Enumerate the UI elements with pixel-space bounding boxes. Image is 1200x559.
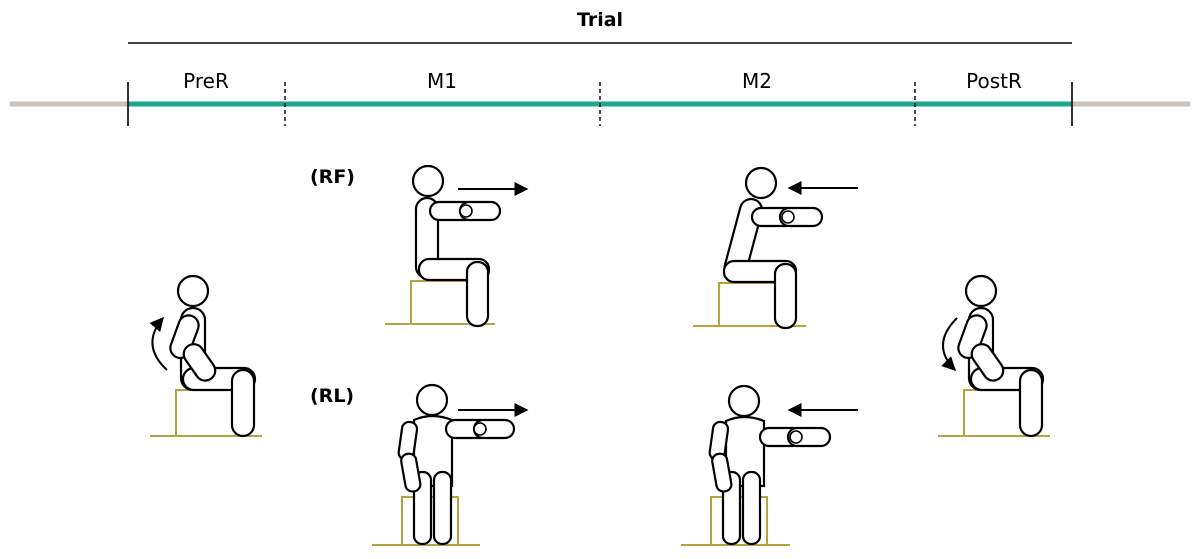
postr-rotation-arrow [941,317,958,371]
prer-shin [230,368,256,438]
postr-upper-arm [957,314,988,360]
postr-seated-figure [938,274,1050,438]
m2-rl-torso [724,415,766,488]
m1-rl-figure [372,383,529,546]
m1-rl-elbow [473,422,487,436]
postr-shin [1018,368,1044,438]
condition-label-rl: (RL) [310,385,354,407]
m1-rf-head [411,164,445,198]
prer-seated-figure [149,274,262,438]
condition-label-rf: (RF) [310,166,355,188]
phase-label-m2: M2 [742,69,772,93]
trial-title: Trial [577,9,623,31]
prer-forearm [182,343,217,382]
m1-rl-torso [412,414,454,488]
m2-rl-figure [681,384,858,546]
m2-rf-shin [773,262,798,330]
m2-rl-left-forearm [711,452,733,493]
m1-rf-shin [465,260,490,328]
postr-forearm [970,343,1005,382]
m1-rf-figure [385,164,529,328]
phase-label-postr: PostR [966,69,1022,93]
m1-rl-left-forearm [400,452,422,493]
m1-rl-head [415,383,449,417]
prer-upper-arm [169,314,200,360]
prer-head [176,274,210,308]
m2-rl-elbow [789,430,803,444]
m1-rf-elbow [459,204,473,218]
m2-rf-elbow [781,210,795,224]
m1-rl-right-leg [432,470,453,546]
m2-rl-right-leg [741,470,762,546]
m2-rl-head [727,384,761,418]
phase-label-prer: PreR [183,69,229,93]
postr-head [964,274,998,308]
phase-label-m1: M1 [427,69,457,93]
prer-rotation-arrow [149,316,168,371]
m2-rf-head [744,166,778,200]
m2-rf-figure [693,166,858,330]
